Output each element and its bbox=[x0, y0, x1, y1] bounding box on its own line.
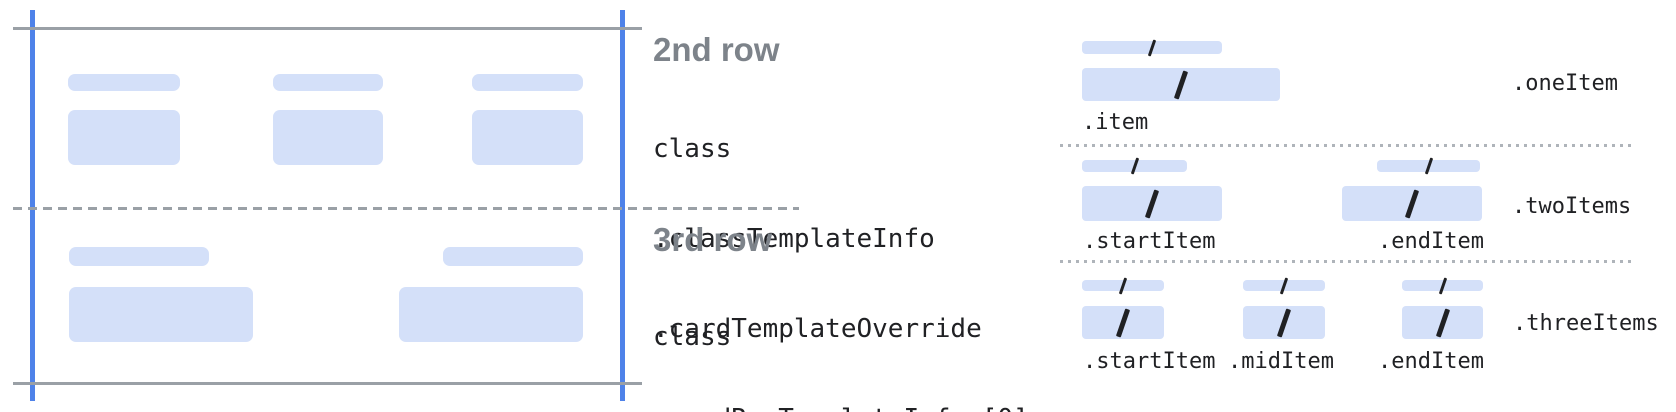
slash-icon bbox=[1147, 38, 1157, 57]
slash-icon bbox=[1279, 276, 1289, 295]
three-items-start-field-bar bbox=[1082, 306, 1164, 339]
item-label: .item bbox=[1082, 110, 1149, 135]
right-margin-guide-line bbox=[620, 10, 625, 401]
three-items-template-name: .threeItems bbox=[1513, 311, 1659, 336]
template-separator-dotted-line bbox=[1060, 260, 1631, 263]
slash-icon bbox=[1404, 188, 1420, 219]
one-item-field-bar bbox=[1082, 68, 1280, 101]
slash-icon bbox=[1276, 307, 1292, 338]
two-items-start-label-bar bbox=[1082, 157, 1187, 175]
second-row-title: 2nd row bbox=[653, 31, 780, 68]
end-item-label: .endItem bbox=[1378, 229, 1484, 254]
code-line: .cardTemplateOverride bbox=[653, 314, 982, 344]
one-item-template-name: .oneItem bbox=[1512, 71, 1618, 96]
row3-col2-field-bar bbox=[399, 287, 583, 342]
row3-col2-label-bar bbox=[443, 247, 583, 266]
slash-icon bbox=[1438, 276, 1447, 295]
row2-col2-label-bar bbox=[273, 74, 383, 91]
template-separator-dotted-line bbox=[1060, 144, 1631, 147]
two-items-end-field-bar bbox=[1342, 186, 1482, 221]
code-line: .cardRowTemplateInfos[0] bbox=[653, 404, 1029, 412]
third-row-class-path: class .classTemplateInfo .cardTemplateOv… bbox=[653, 262, 1029, 412]
bottom-edge-guide-line bbox=[13, 382, 642, 385]
slash-icon bbox=[1424, 157, 1433, 175]
three-items-end-label-bar bbox=[1402, 276, 1483, 295]
mid-item-label: .midItem bbox=[1228, 349, 1334, 374]
three-items-mid-field-bar bbox=[1243, 306, 1325, 339]
three-items-mid-label-bar bbox=[1243, 276, 1325, 295]
three-items-end-field-bar bbox=[1402, 306, 1483, 339]
slash-icon bbox=[1118, 276, 1128, 295]
row3-col1-label-bar bbox=[69, 247, 209, 266]
top-edge-guide-line bbox=[13, 27, 642, 30]
two-items-start-field-bar bbox=[1082, 186, 1222, 221]
start-item-label: .startItem bbox=[1083, 349, 1216, 374]
row2-col2-field-bar bbox=[273, 110, 383, 165]
start-item-label: .startItem bbox=[1083, 229, 1216, 254]
row2-col3-label-bar bbox=[472, 74, 583, 91]
two-items-template-name: .twoItems bbox=[1512, 194, 1632, 219]
slash-icon bbox=[1435, 307, 1450, 338]
code-line: .classTemplateInfo bbox=[653, 224, 935, 254]
slash-icon bbox=[1130, 157, 1139, 175]
left-margin-guide-line bbox=[30, 10, 35, 401]
one-item-label-bar bbox=[1082, 38, 1222, 57]
slash-icon bbox=[1173, 69, 1189, 100]
slash-icon bbox=[1115, 307, 1131, 338]
code-line: class bbox=[653, 134, 732, 164]
code-line: class bbox=[653, 322, 732, 352]
row2-col3-field-bar bbox=[472, 110, 583, 165]
three-items-start-label-bar bbox=[1082, 276, 1164, 295]
row2-col1-field-bar bbox=[68, 110, 180, 165]
end-item-label: .endItem bbox=[1378, 349, 1484, 374]
row-separator-dashed-line bbox=[13, 207, 799, 210]
slash-icon bbox=[1144, 188, 1160, 219]
second-row-class-path: class .classTemplateInfo .cardTemplateOv… bbox=[653, 74, 1029, 412]
third-row-title: 3rd row bbox=[653, 221, 773, 258]
row2-col1-label-bar bbox=[68, 74, 180, 91]
two-items-end-label-bar bbox=[1377, 157, 1480, 175]
row3-col1-field-bar bbox=[69, 287, 253, 342]
